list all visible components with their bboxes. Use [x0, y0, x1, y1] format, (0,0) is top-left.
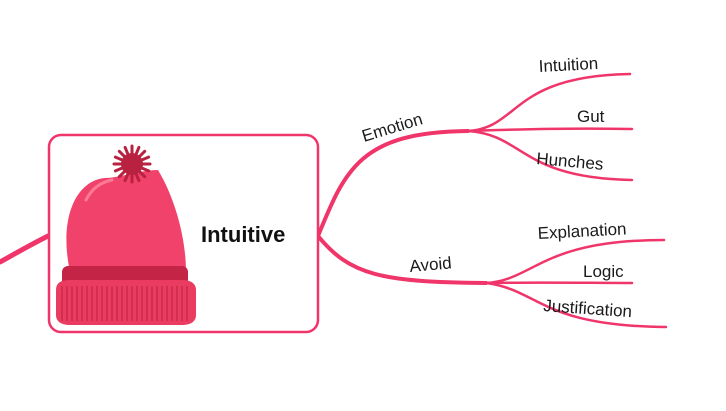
subbranch-line-intuition — [466, 72, 632, 133]
subbranch-line-justification — [484, 281, 668, 329]
central-topic[interactable]: Intuitive — [47, 133, 320, 334]
subbranch-label-intuition[interactable]: Intuition — [538, 54, 598, 76]
subbranch-label-hunches[interactable]: Hunches — [536, 149, 605, 174]
central-topic-label: Intuitive — [201, 222, 285, 247]
subbranch-line-gut — [466, 127, 634, 133]
branch-line-emotion — [316, 129, 470, 238]
red-hat-icon — [56, 144, 196, 325]
subbranch-line-hunches — [466, 129, 634, 182]
subbranch-label-gut[interactable]: Gut — [577, 107, 605, 126]
subbranch-label-logic[interactable]: Logic — [583, 262, 624, 281]
subbranch-label-justification[interactable]: Justification — [543, 296, 633, 321]
parent-connector — [0, 233, 51, 265]
branch-label-avoid[interactable]: Avoid — [409, 253, 453, 276]
subbranch-line-explanation — [484, 238, 666, 285]
branch-line-avoid — [316, 234, 488, 285]
subbranch-label-explanation[interactable]: Explanation — [537, 219, 627, 243]
